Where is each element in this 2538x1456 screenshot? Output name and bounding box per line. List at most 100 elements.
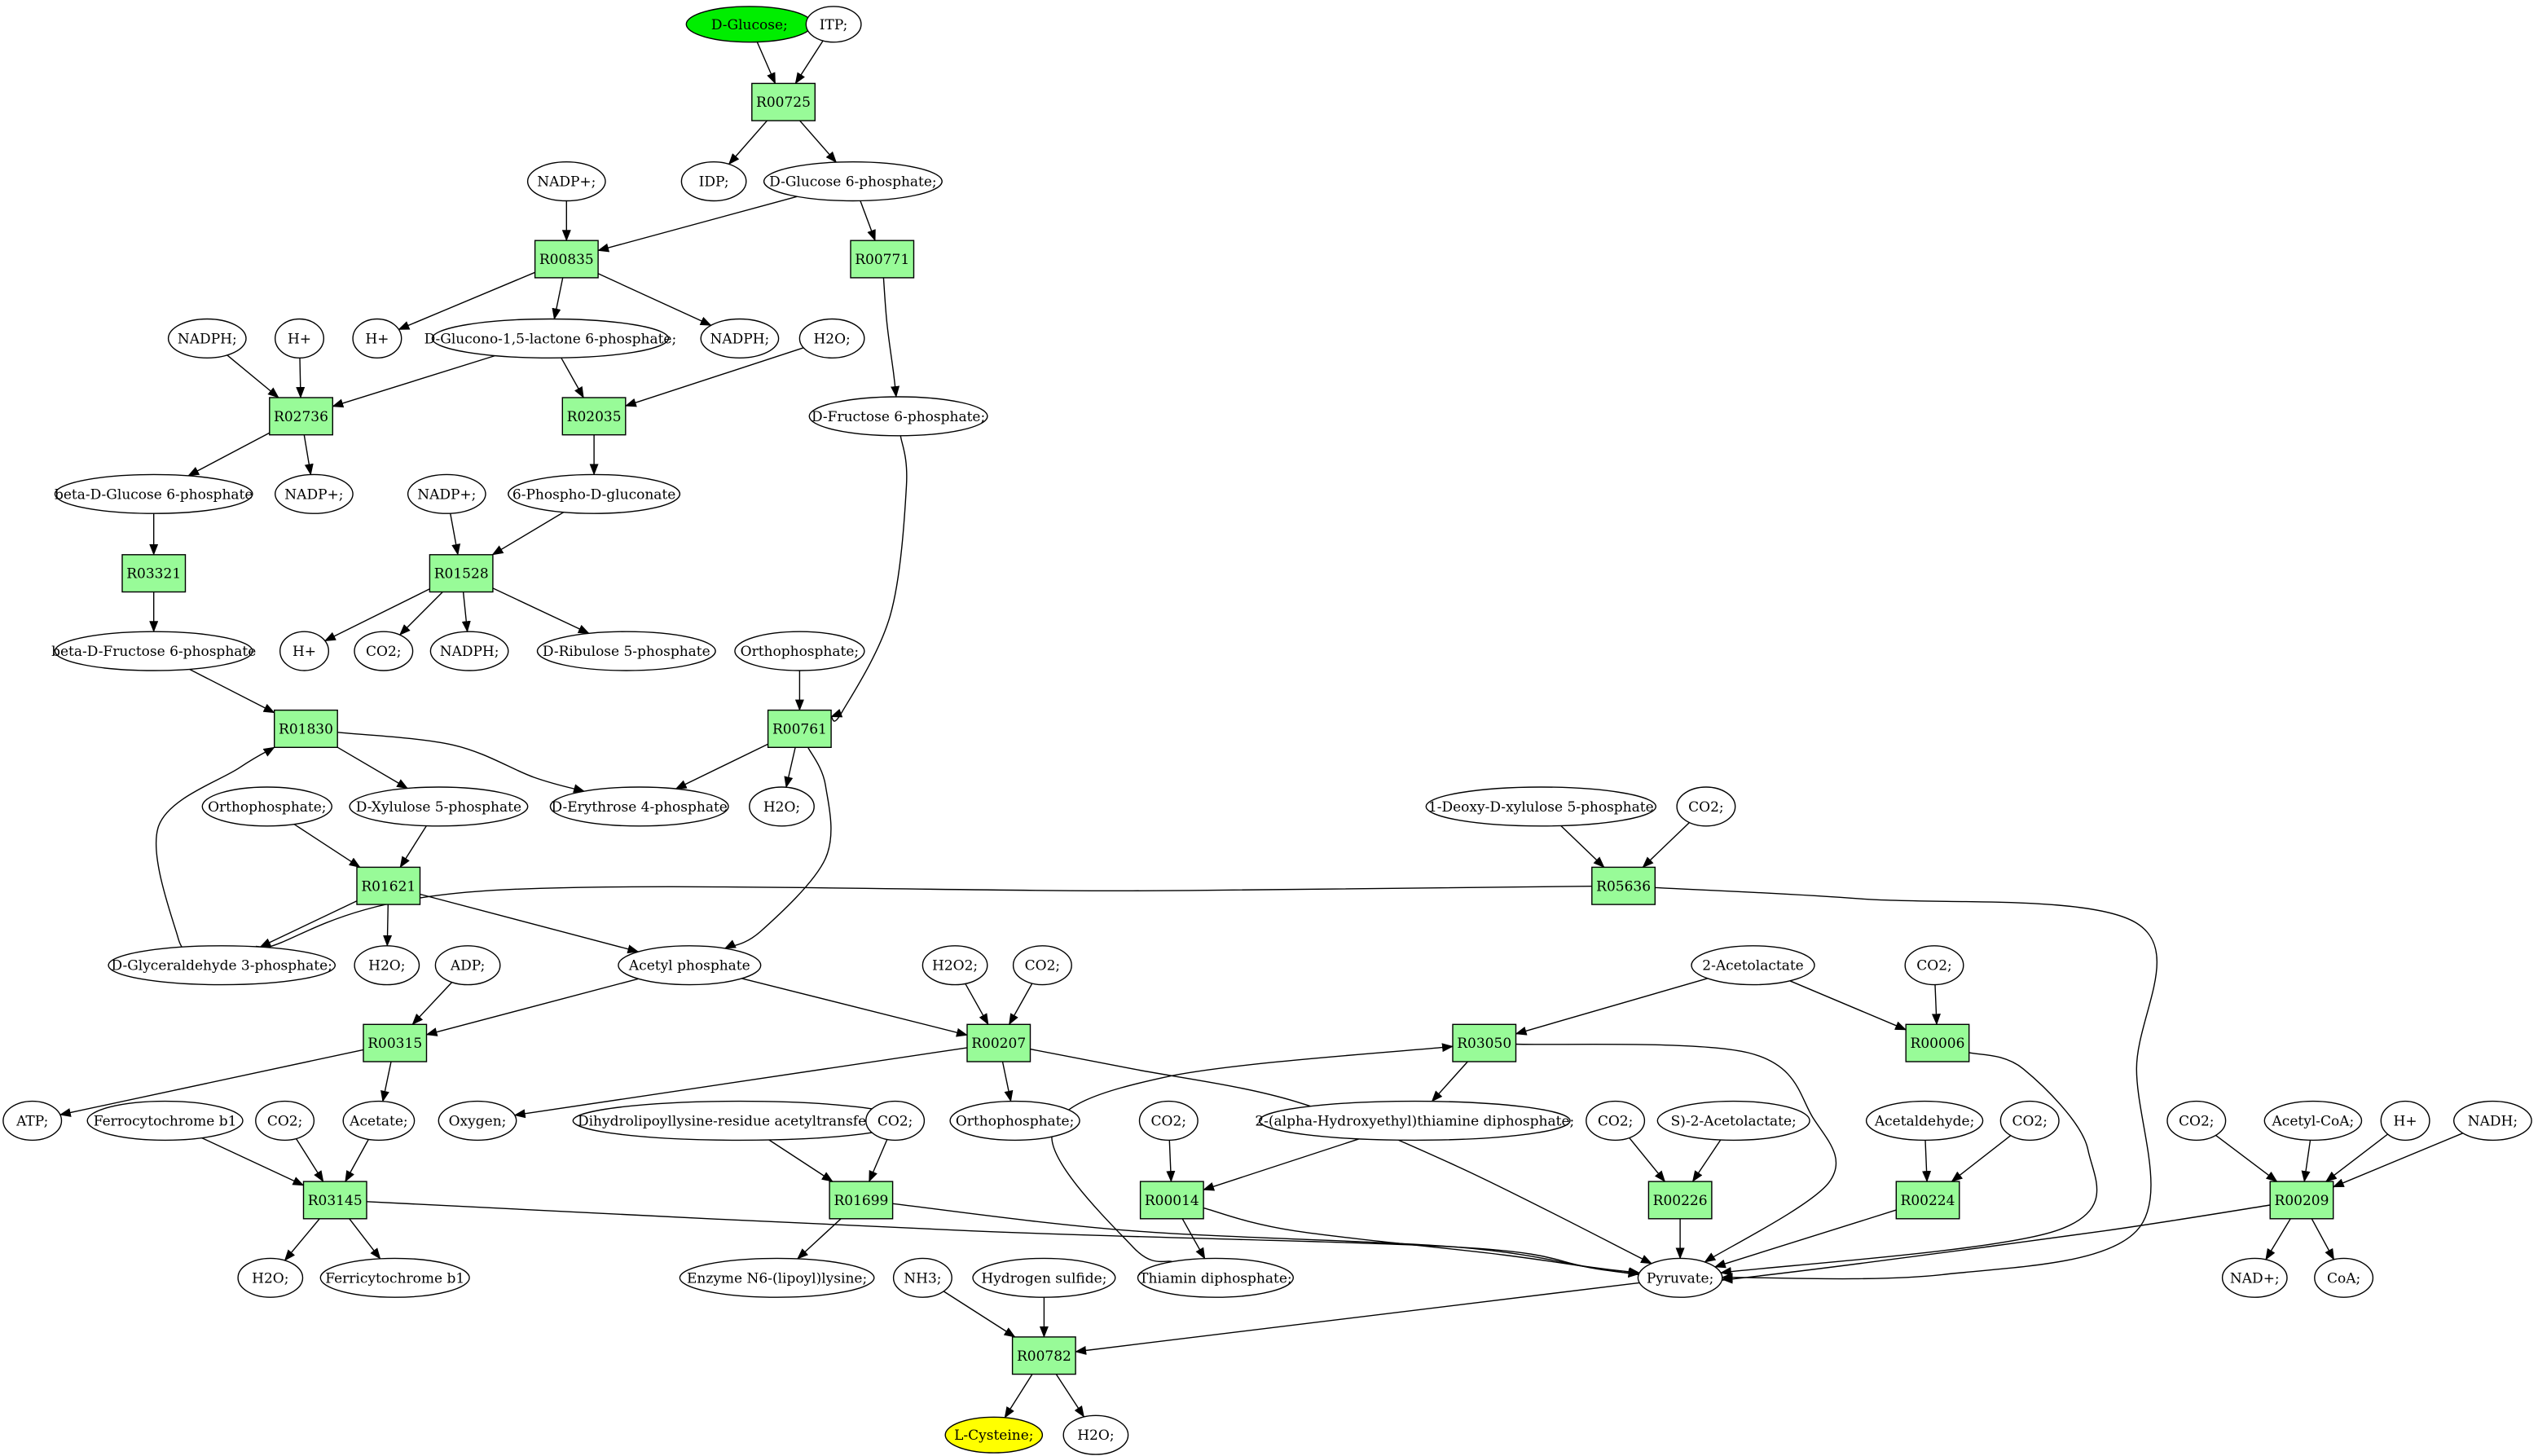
reaction-node-r00226[interactable]: R00226	[1647, 1181, 1713, 1220]
compound-node-co2i[interactable]: CO2;	[1999, 1100, 2060, 1141]
compound-node-nadh[interactable]: NADH;	[2452, 1100, 2532, 1141]
compound-node-itp[interactable]: ITP;	[805, 6, 862, 43]
compound-node-h2s[interactable]: Hydrogen sulfide;	[972, 1257, 1116, 1298]
reaction-box	[2269, 1181, 2334, 1220]
compound-ellipse	[892, 1257, 952, 1298]
compound-node-co2e[interactable]: CO2;	[255, 1100, 315, 1141]
compound-node-fcb1[interactable]: Ferrocytochrome b1	[86, 1100, 244, 1141]
compound-node-atp[interactable]: ATP;	[2, 1100, 63, 1141]
compound-node-hplus3[interactable]: H+	[279, 631, 330, 671]
compound-node-nadp2[interactable]: NADP+;	[274, 473, 354, 514]
compound-node-nadph2[interactable]: NADPH;	[167, 318, 247, 359]
reaction-node-r00782[interactable]: R00782	[1011, 1336, 1076, 1375]
compound-node-cys[interactable]: L-Cysteine;	[944, 1416, 1044, 1454]
compound-node-glc[interactable]: D-Glucose;	[685, 6, 813, 43]
edge-r03050-to-pyr	[1515, 1043, 1837, 1263]
compound-node-hplus2[interactable]: H+	[275, 318, 325, 359]
reaction-box	[1591, 866, 1656, 905]
reaction-node-r01621[interactable]: R01621	[356, 866, 421, 905]
compound-node-co2c[interactable]: CO2;	[1012, 945, 1072, 986]
reaction-node-r01830[interactable]: R01830	[274, 709, 338, 748]
compound-node-nadph1[interactable]: NADPH;	[700, 318, 780, 359]
compound-node-co2a[interactable]: CO2;	[354, 631, 414, 671]
compound-node-ru5p[interactable]: D-Ribulose 5-phosphate	[536, 631, 716, 671]
reaction-node-r00006[interactable]: R00006	[1905, 1023, 1970, 1062]
compound-node-h2o5[interactable]: H2O;	[1062, 1414, 1129, 1455]
compound-node-dlat[interactable]: Dihydrolipoyllysine-residue acetyltransf…	[572, 1100, 908, 1141]
compound-ellipse	[798, 318, 865, 359]
node-label: CO2;	[2012, 1114, 2048, 1130]
compound-node-h2o2[interactable]: H2O;	[749, 786, 815, 827]
compound-node-pgluc[interactable]: 6-Phospho-D-gluconate	[508, 473, 681, 514]
compound-node-h2o1[interactable]: H2O;	[798, 318, 865, 359]
reaction-node-r00209[interactable]: R00209	[2269, 1181, 2334, 1220]
compound-node-acetate[interactable]: Acetate;	[342, 1100, 416, 1141]
compound-node-oxygen[interactable]: Oxygen;	[438, 1100, 517, 1141]
compound-ellipse	[865, 1100, 926, 1141]
compound-node-adp[interactable]: ADP;	[434, 945, 501, 986]
compound-node-sacl[interactable]: S)-2-Acetolactate;	[1656, 1100, 1810, 1141]
reaction-node-r05636[interactable]: R05636	[1591, 866, 1656, 905]
compound-node-co2j[interactable]: CO2;	[2166, 1100, 2227, 1141]
reaction-node-r00835[interactable]: R00835	[534, 240, 599, 279]
compound-node-g6p[interactable]: D-Glucose 6-phosphate;	[763, 161, 943, 202]
compound-ellipse	[279, 631, 330, 671]
compound-node-nadph3[interactable]: NADPH;	[429, 631, 509, 671]
compound-node-enz[interactable]: Enzyme N6-(lipoyl)lysine;	[679, 1257, 875, 1298]
reaction-node-r03321[interactable]: R03321	[121, 554, 187, 593]
compound-node-nadp3[interactable]: NADP+;	[407, 473, 486, 514]
compound-node-bg6p[interactable]: beta-D-Glucose 6-phosphate	[54, 473, 253, 514]
compound-node-co2b[interactable]: CO2;	[1676, 786, 1736, 827]
node-label: H2O;	[763, 799, 800, 816]
compound-node-coa[interactable]: CoA;	[2314, 1257, 2374, 1298]
compound-node-orth1[interactable]: Orthophosphate;	[734, 631, 865, 671]
reaction-node-r01699[interactable]: R01699	[829, 1181, 894, 1220]
edge-r01528-to-co2a	[398, 592, 443, 636]
compound-node-co2d[interactable]: CO2;	[1904, 945, 1964, 986]
compound-node-acald[interactable]: Acetaldehyde;	[1865, 1100, 1984, 1141]
reaction-node-r00207[interactable]: R00207	[966, 1023, 1031, 1062]
compound-node-e4p[interactable]: D-Erythrose 4-phosphate	[549, 786, 729, 827]
reaction-node-r00761[interactable]: R00761	[767, 709, 832, 748]
reaction-node-r02035[interactable]: R02035	[561, 397, 627, 436]
compound-node-hplus1[interactable]: H+	[352, 318, 402, 359]
compound-node-h2o3[interactable]: H2O;	[354, 945, 420, 986]
compound-node-nh3[interactable]: NH3;	[892, 1257, 952, 1298]
compound-node-idp[interactable]: IDP;	[680, 161, 747, 202]
compound-node-orth3[interactable]: Orthophosphate;	[949, 1100, 1080, 1141]
compound-node-gap[interactable]: D-Glyceraldehyde 3-phosphate;	[108, 945, 336, 986]
compound-node-acl[interactable]: 2-Acetolactate	[1691, 945, 1815, 986]
compound-node-h2o4[interactable]: H2O;	[237, 1257, 304, 1298]
compound-node-glucono[interactable]: D-Glucono-1,5-lactone 6-phosphate;	[424, 318, 677, 359]
compound-node-nadp1[interactable]: NADP+;	[526, 161, 606, 202]
edge-r01830-to-x5p	[336, 746, 409, 790]
reaction-node-r00224[interactable]: R00224	[1895, 1181, 1960, 1220]
compound-node-htpp[interactable]: 2-(alpha-Hydroxyethyl)thiamine diphospha…	[1255, 1100, 1574, 1141]
compound-node-h2o2b[interactable]: H2O2;	[922, 945, 988, 986]
compound-node-tpp[interactable]: Thiamin diphosphate;	[1137, 1257, 1295, 1298]
reaction-node-r00771[interactable]: R00771	[850, 240, 915, 279]
compound-node-co2g[interactable]: CO2;	[1138, 1100, 1199, 1141]
compound-node-pyr[interactable]: Pyruvate;	[1637, 1257, 1723, 1298]
compound-node-acp[interactable]: Acetyl phosphate	[618, 945, 762, 986]
compound-node-hplus4[interactable]: H+	[2380, 1100, 2430, 1141]
compound-node-co2f[interactable]: CO2;	[865, 1100, 926, 1141]
node-label: H2O;	[368, 958, 405, 974]
compound-node-fricb1[interactable]: Ferricytochrome b1	[319, 1257, 470, 1298]
compound-node-co2h[interactable]: CO2;	[1586, 1100, 1646, 1141]
compound-node-dxp[interactable]: 1-Deoxy-D-xylulose 5-phosphate	[1425, 786, 1657, 827]
reaction-node-r02736[interactable]: R02736	[269, 397, 333, 436]
node-label: H+	[288, 331, 311, 347]
compound-node-f6p[interactable]: D-Fructose 6-phosphate;	[808, 396, 988, 437]
reaction-node-r03050[interactable]: R03050	[1452, 1023, 1517, 1062]
reaction-node-r00315[interactable]: R00315	[363, 1023, 428, 1062]
compound-node-bf6p[interactable]: beta-D-Fructose 6-phosphate	[51, 631, 256, 671]
compound-node-x5p[interactable]: D-Xylulose 5-phosphate	[349, 786, 529, 827]
reaction-node-r00014[interactable]: R00014	[1139, 1181, 1204, 1220]
reaction-node-r03145[interactable]: R03145	[302, 1181, 367, 1220]
compound-node-nad[interactable]: NAD+;	[2221, 1257, 2288, 1298]
compound-node-orth2[interactable]: Orthophosphate;	[201, 786, 332, 827]
compound-node-accoa[interactable]: Acetyl-CoA;	[2263, 1100, 2363, 1141]
reaction-node-r00725[interactable]: R00725	[751, 82, 816, 121]
reaction-node-r01528[interactable]: R01528	[429, 554, 494, 593]
